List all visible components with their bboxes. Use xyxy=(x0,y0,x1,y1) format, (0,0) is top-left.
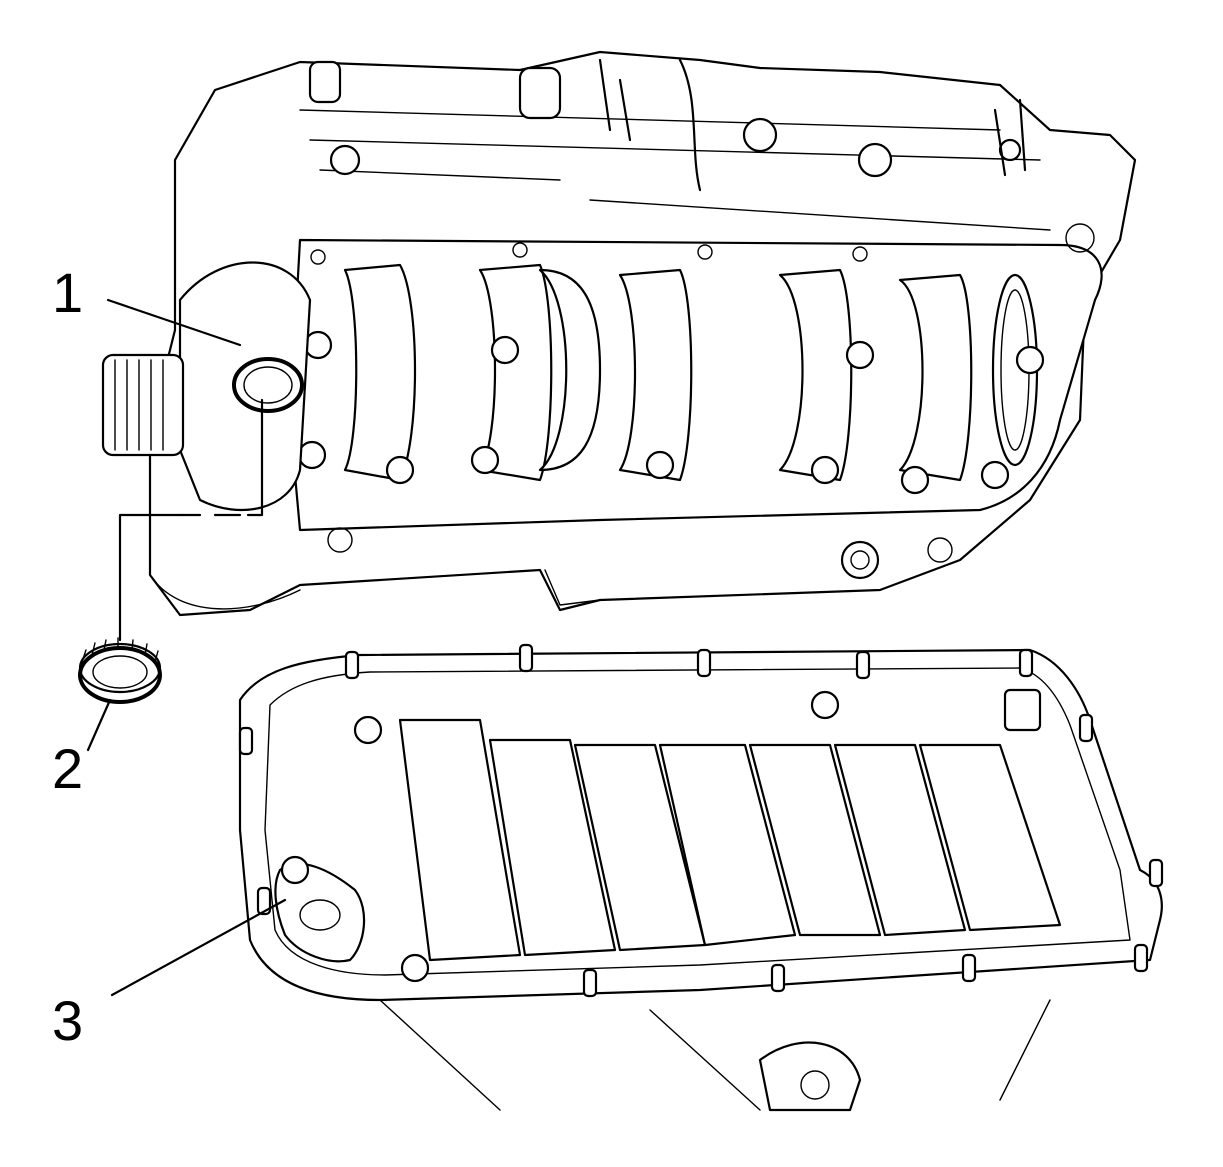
bearing-bolts xyxy=(297,330,1045,495)
leader-3 xyxy=(110,898,287,997)
crank-pulley xyxy=(101,353,185,457)
front-crankshaft-seal xyxy=(78,637,162,704)
callout-2: 2 xyxy=(52,737,83,800)
crankshaft xyxy=(343,263,1039,482)
callout-3: 3 xyxy=(52,989,83,1052)
callout-leaders xyxy=(86,298,287,997)
installation-path xyxy=(118,513,184,642)
pan-baffles xyxy=(398,718,1062,962)
leader-2 xyxy=(86,698,112,752)
front-seal-bore xyxy=(232,357,304,413)
pan-studs xyxy=(238,643,1164,998)
engine-block xyxy=(101,50,1137,617)
leader-1 xyxy=(106,298,242,347)
flange-holes xyxy=(310,223,1095,563)
callout-1: 1 xyxy=(52,261,83,324)
oil-pump-pickup-gasket xyxy=(274,862,366,963)
oil-pan xyxy=(238,643,1164,1112)
